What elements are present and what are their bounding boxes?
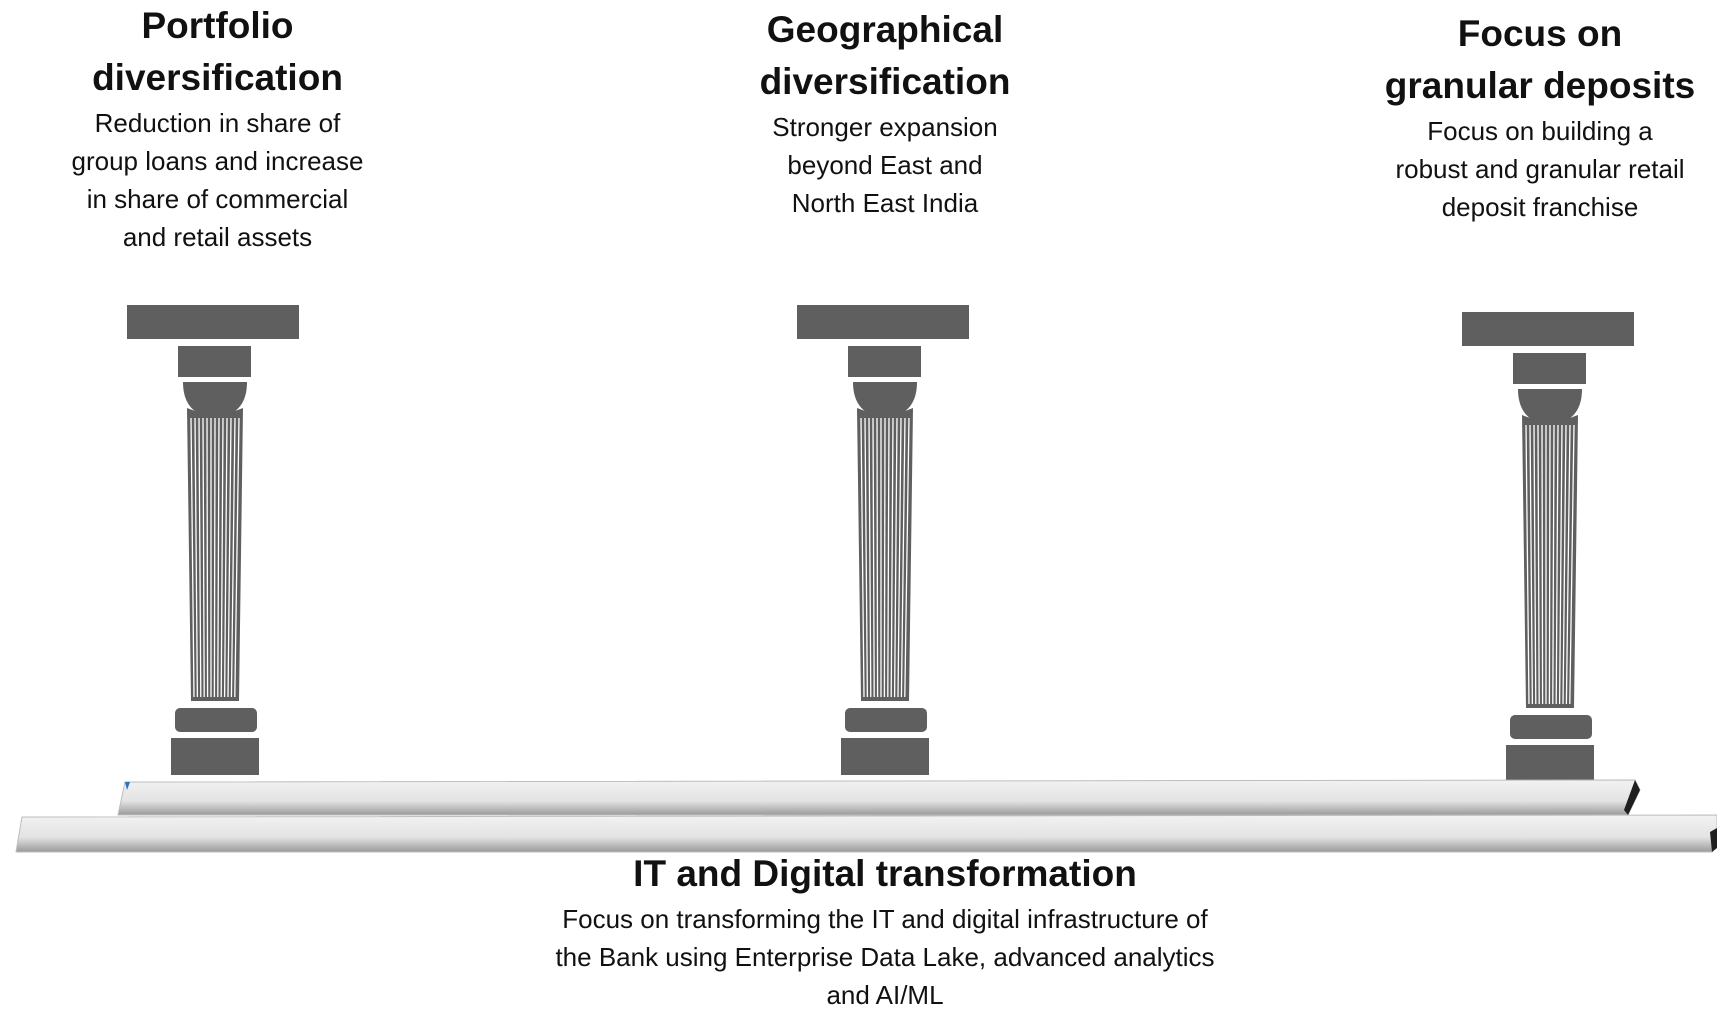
foundation-description: Focus on transforming the IT and digital… [555,904,1215,1010]
foundation-text: IT and Digital transformation Focus on t… [460,848,1310,1014]
foundation-title: IT and Digital transformation [633,853,1137,894]
pillar-column-icon [797,305,969,775]
pillar-description: Stronger expansion beyond East and North… [772,112,998,218]
pillar-column-icon [127,305,299,775]
pillar-description: Focus on building a robust and granular … [1395,116,1685,222]
pillar-column-icon [1462,312,1634,782]
pillar-description: Reduction in share of group loans and in… [71,108,364,252]
pillar-base-platform [15,779,1717,853]
